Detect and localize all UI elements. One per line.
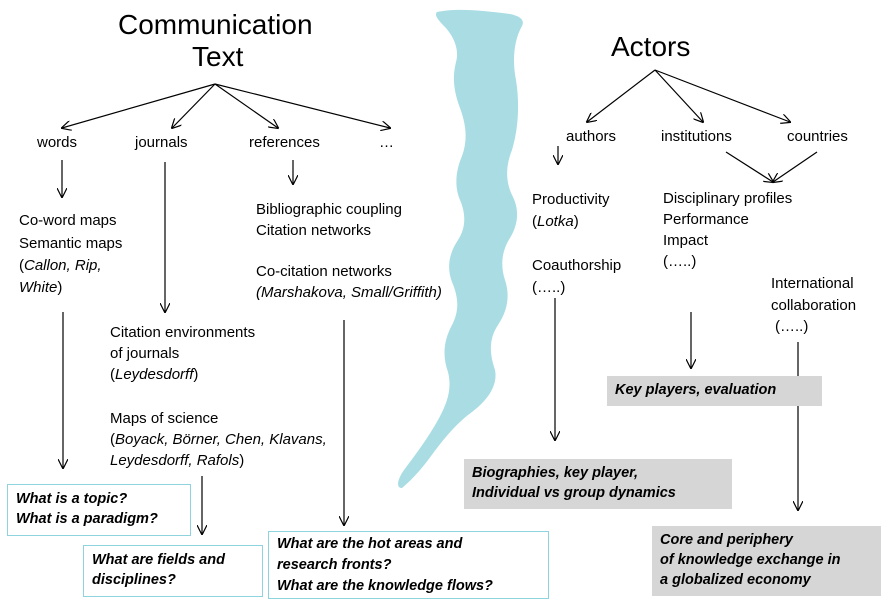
biblio-line2: Citation networks: [256, 222, 372, 239]
question-core-line1: Core and periphery: [660, 532, 793, 548]
title-actors: Actors: [611, 31, 691, 62]
profiles-line1: Disciplinary profiles: [663, 190, 793, 207]
coauthorship-line2: (…..): [532, 279, 566, 296]
question-core-line2: of knowledge exchange in: [660, 552, 841, 568]
question-fields-box: What are fields and disciplines?: [83, 545, 263, 597]
profiles-line4: (…..): [663, 253, 697, 270]
question-biographies-line2: Individual vs group dynamics: [472, 485, 676, 501]
branch-authors: authors: [566, 128, 617, 145]
productivity-author: (Lotka): [532, 213, 579, 230]
title-text: Text: [192, 41, 244, 72]
citation-env-author: (Leydesdorff): [110, 366, 199, 383]
branch-words: words: [37, 134, 78, 151]
question-hot-line2: research fronts?: [277, 557, 392, 573]
coword-line1: Co-word maps: [19, 212, 117, 229]
profiles-line2: Performance: [663, 211, 749, 228]
coword-authors1: (Callon, Rip,: [19, 257, 102, 274]
maps-science-authors2: Leydesdorff, Rafols): [110, 452, 245, 469]
citation-env-line2: of journals: [110, 345, 180, 362]
cocitation-authors: (Marshakova, Small/Griffith): [256, 284, 442, 301]
branch-institutions: institutions: [661, 128, 732, 145]
maps-science-authors1: (Boyack, Börner, Chen, Klavans,: [110, 431, 327, 448]
question-hot-box: What are the hot areas and research fron…: [268, 531, 549, 599]
question-topic-line1: What is a topic?: [16, 491, 128, 507]
biblio-line1: Bibliographic coupling: [256, 201, 402, 218]
question-hot-line1: What are the hot areas and: [277, 536, 463, 552]
question-fields-line1: What are fields and: [92, 552, 225, 568]
question-core-line3: a globalized economy: [660, 572, 811, 588]
branch-journals: journals: [135, 134, 188, 151]
river-shape: [398, 9, 523, 488]
cocitation-line1: Co-citation networks: [256, 263, 392, 280]
branch-more: …: [379, 134, 394, 151]
intl-line1: International: [771, 275, 854, 292]
question-key-players-box: Key players, evaluation: [607, 376, 822, 406]
intl-line3: (…..): [775, 318, 809, 335]
question-biographies-line1: Biographies, key player,: [472, 465, 639, 481]
coword-line2: Semantic maps: [19, 235, 123, 252]
question-fields-line2: disciplines?: [92, 572, 176, 588]
maps-science-line1: Maps of science: [110, 410, 219, 427]
coword-authors2: White): [19, 279, 63, 296]
intl-line2: collaboration: [771, 297, 857, 314]
question-hot-line3: What are the knowledge flows?: [277, 578, 493, 594]
question-biographies-box: Biographies, key player, Individual vs g…: [464, 459, 732, 509]
question-topic-box: What is a topic? What is a paradigm?: [7, 484, 191, 536]
branch-countries: countries: [787, 128, 848, 145]
coauthorship-line1: Coauthorship: [532, 257, 622, 274]
question-key-players: Key players, evaluation: [615, 382, 777, 398]
citation-env-line1: Citation environments: [110, 324, 256, 341]
branch-references: references: [249, 134, 320, 151]
profiles-line3: Impact: [663, 232, 709, 249]
question-core-box: Core and periphery of knowledge exchange…: [652, 526, 881, 596]
title-communication: Communication: [118, 9, 313, 40]
question-topic-line2: What is a paradigm?: [16, 511, 158, 527]
productivity-line1: Productivity: [532, 191, 610, 208]
